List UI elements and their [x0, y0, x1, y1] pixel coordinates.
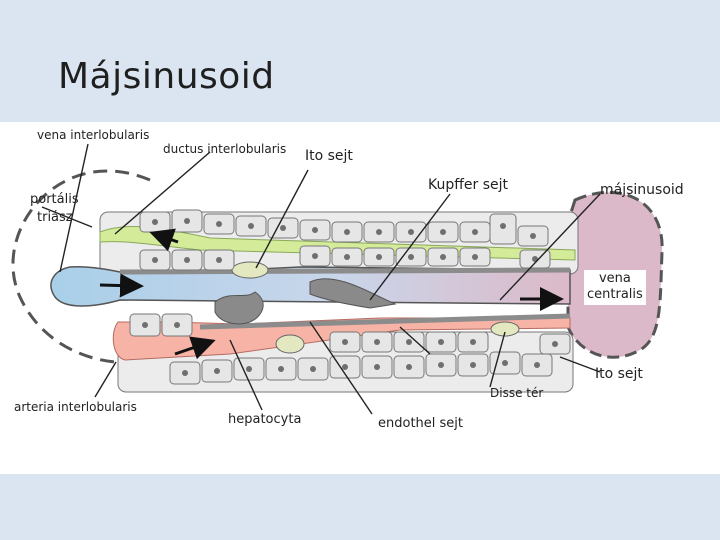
ito-cell-top — [232, 262, 268, 278]
label-centralis: centralis — [587, 287, 643, 303]
label-ductus-interlobularis: ductus interlobularis — [163, 142, 286, 156]
title-band: Májsinusoid — [0, 0, 720, 122]
label-vena-centralis: vena centralis — [584, 270, 646, 305]
label-hepatocyta: hepatocyta — [228, 412, 301, 428]
label-vena: vena — [587, 271, 643, 287]
label-kupffer-sejt: Kupffer sejt — [428, 177, 508, 194]
label-ito-sejt-right: Ito sejt — [595, 366, 643, 383]
label-endothel-sejt: endothel sejt — [378, 416, 463, 432]
slide-title: Májsinusoid — [58, 56, 275, 97]
label-disse-ter: Disse tér — [490, 386, 543, 400]
label-portalis: portális — [30, 192, 79, 208]
diagram-figure: vena interlobularis ductus interlobulari… — [0, 122, 720, 474]
label-arteria-interlobularis: arteria interlobularis — [14, 400, 137, 414]
ito-cell-bottom — [276, 335, 304, 353]
label-triasz: triász — [37, 210, 73, 226]
label-majsinusoid: májsinusoid — [600, 182, 684, 199]
bottom-band — [0, 474, 720, 540]
label-ito-sejt-top: Ito sejt — [305, 148, 353, 165]
label-vena-interlobularis: vena interlobularis — [37, 128, 149, 142]
